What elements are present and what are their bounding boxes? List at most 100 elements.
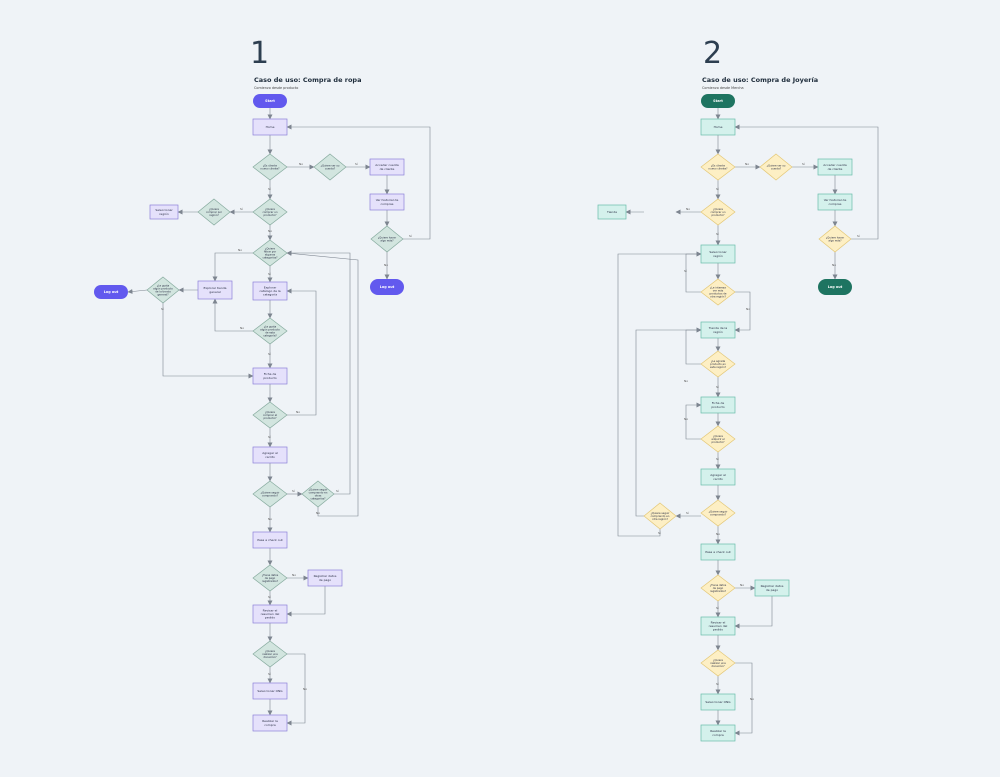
flow2-label-home: Home <box>714 125 723 129</box>
f2-label-no-5: No <box>684 379 688 383</box>
f1-label-no-9: No <box>292 573 296 577</box>
flow1-label-home: Home <box>266 125 275 129</box>
f1-label-no-1: No <box>299 162 303 166</box>
f1-label-si-6: Sí <box>161 307 164 311</box>
flow2-label-start: Start <box>713 99 723 103</box>
flow1-node-start: Start <box>253 94 287 108</box>
f2-edge-otra-region <box>617 251 702 537</box>
f2-edge-mas-home <box>734 124 879 240</box>
f2-label-si-6: Sí <box>716 385 719 389</box>
f2-label-no-2: No <box>832 263 836 267</box>
flow2-node-start: Start <box>701 94 735 108</box>
f1-edge-registrar-resumen <box>286 586 326 617</box>
f2-edge-qregion-tienda <box>734 291 751 333</box>
f1-label-si-8: Sí <box>268 435 271 439</box>
f1-edge-otros-filtrar <box>286 250 351 495</box>
flow1-node-logout-left: Log out <box>94 285 128 299</box>
f1-edge-cupon-compra <box>286 653 306 726</box>
f1-label-si-12: Sí <box>268 672 271 676</box>
f2-label-si-8: Sí <box>686 511 689 515</box>
flow1-node-home: Home <box>252 118 288 136</box>
f2-label-si-5: Sí <box>684 269 687 273</box>
f2-label-no-9: No <box>750 697 754 701</box>
flow2-node-logout: Log out <box>818 279 852 295</box>
f1-label-si-1: Sí <box>355 162 358 166</box>
f1-label-si-2: Sí <box>409 234 412 238</box>
f2-label-si-11: Sí <box>716 682 719 686</box>
f2-edge-qregion-region <box>685 251 702 293</box>
flow1-node-logout-right: Log out <box>370 279 404 295</box>
flow1-node-pasar-checkout: Pasa a check out <box>252 531 288 549</box>
flow2-node-home: Home <box>700 118 736 136</box>
f2-label-no-8: No <box>740 583 744 587</box>
f2-label-no-7: No <box>716 532 720 536</box>
flow2-node-seleccionar-ong: Seleccionar ONG <box>700 693 736 711</box>
f2-edge-registrar-resumen <box>734 596 773 629</box>
flow1-number: 1 <box>250 36 270 71</box>
f1-label-si-11: Sí <box>268 595 271 599</box>
f1-edge-mas-home <box>286 124 431 240</box>
f1-label-si-4: Sí <box>240 207 243 211</box>
f1-label-no-2: No <box>384 263 388 267</box>
f1-edge-q-logout <box>127 289 148 295</box>
flow2-label-seleccionar-ong: Seleccionar ONG <box>705 700 731 704</box>
f1-label-si-7: Sí <box>268 352 271 356</box>
f2-label-si-9: Sí <box>658 531 661 535</box>
f2-label-si-7: Sí <box>716 457 719 461</box>
f1-label-si-10: Sí <box>336 489 339 493</box>
f1-label-no-5: No <box>240 326 244 330</box>
flow1-title: Caso de uso: Compra de ropa <box>254 76 362 84</box>
f1-label-no-7: No <box>316 511 320 515</box>
f1-label-si-5: Sí <box>268 272 271 276</box>
f2-label-si-2: Sí <box>857 234 860 238</box>
f2-edge-otra-tienda <box>635 327 702 517</box>
flow1-label-start: Start <box>265 99 275 103</box>
